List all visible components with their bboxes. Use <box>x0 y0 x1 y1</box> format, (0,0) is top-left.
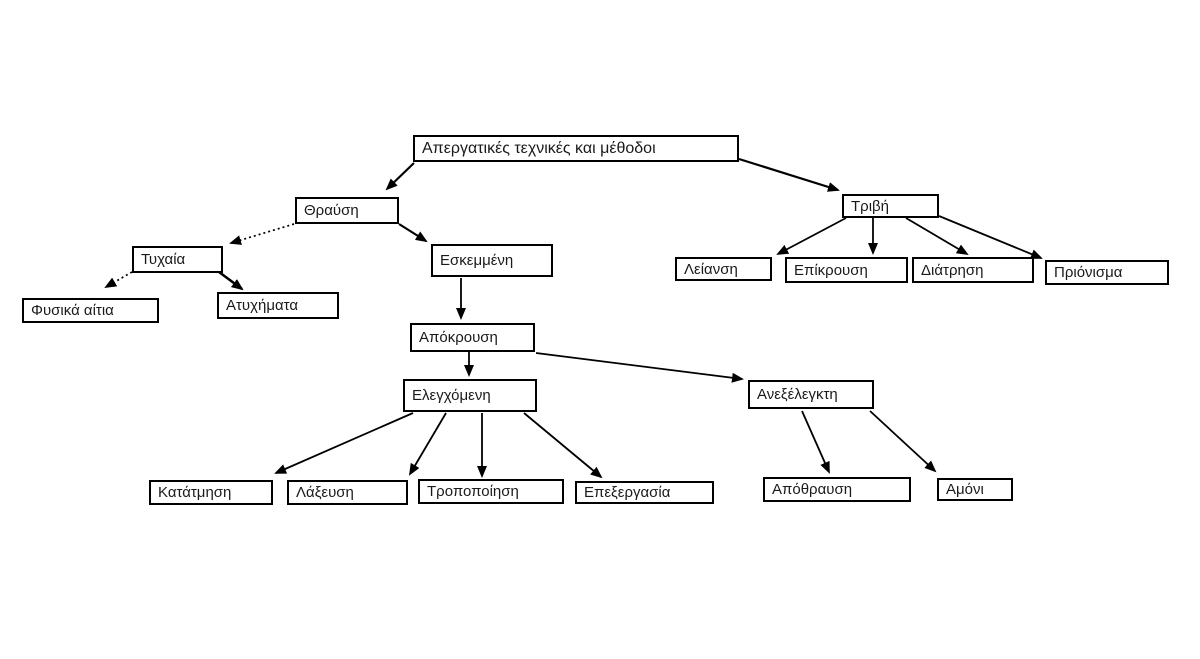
node-eskemmeni: Εσκεμμένη <box>431 244 553 277</box>
node-anexelegkti: Ανεξέλεγκτη <box>748 380 874 409</box>
edge-trivi-prionisma <box>938 215 1043 259</box>
node-laxefsi: Λάξευση <box>287 480 408 505</box>
node-tropopoiisi: Τροποποίηση <box>418 479 564 504</box>
edge-anexelegkti-apothrafsi <box>801 410 830 474</box>
node-root: Απεργατικές τεχνικές και μέθοδοι <box>413 135 739 162</box>
edge-anexelegkti-amoni <box>869 410 937 473</box>
node-katatmisi: Κατάτμηση <box>149 480 273 505</box>
edge-elegchomeni-katatmisi <box>274 412 414 474</box>
edge-trivi-leiansi <box>776 217 847 255</box>
edge-thrafsi-tychaia <box>229 223 295 245</box>
edge-elegchomeni-epexergasia <box>523 412 603 479</box>
node-atychimata: Ατυχήματα <box>217 292 339 319</box>
node-tychaia: Τυχαία <box>132 246 223 273</box>
node-prionisma: Πριόνισμα <box>1045 260 1169 285</box>
edge-apokrousi-anexelegkti <box>535 352 744 383</box>
node-apokrousi: Απόκρουση <box>410 323 535 352</box>
edge-tychaia-atychimata <box>218 270 244 291</box>
edge-trivi-diatrisi <box>905 217 969 256</box>
edge-thrafsi-eskemmeni <box>398 223 428 243</box>
node-diatrisi: Διάτρηση <box>912 257 1034 283</box>
edge-elegchomeni-laxefsi <box>408 412 447 476</box>
node-elegchomeni: Ελεγχόμενη <box>403 379 537 412</box>
node-fysika-aitia: Φυσικά αίτια <box>22 298 159 323</box>
node-amoni: Αμόνι <box>937 478 1013 501</box>
edge-tychaia-fysika <box>104 271 133 288</box>
node-epexergasia: Επεξεργασία <box>575 481 714 504</box>
node-thrafsi: Θραύση <box>295 197 399 224</box>
edge-root-thrafsi <box>385 162 415 191</box>
node-apothrafsi: Απόθραυση <box>763 477 911 502</box>
edge-root-trivi <box>738 157 840 192</box>
node-trivi: Τριβή <box>842 194 939 218</box>
node-leiansi: Λείανση <box>675 257 772 281</box>
node-epikrousi: Επίκρουση <box>785 257 908 283</box>
